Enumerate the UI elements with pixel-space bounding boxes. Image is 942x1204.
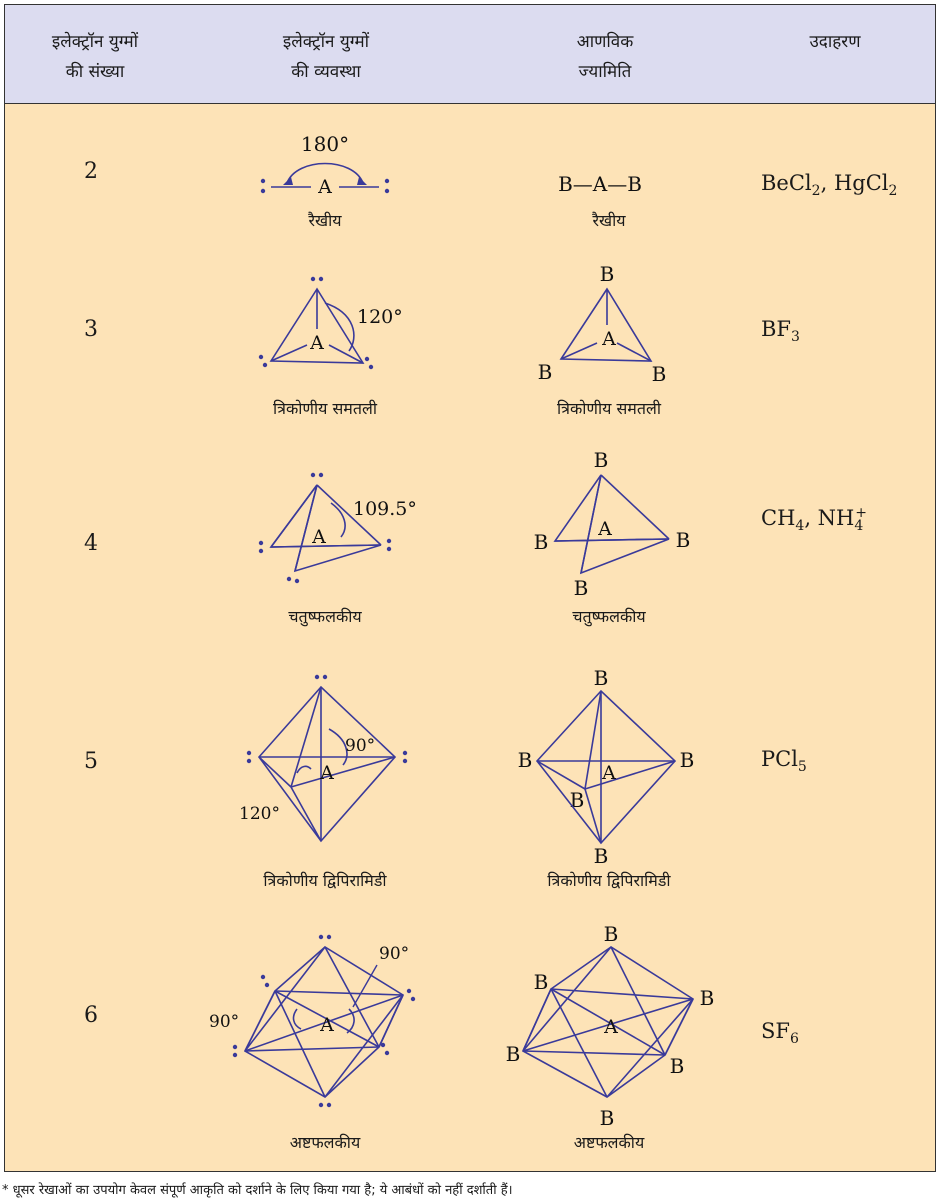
row1-geometry-label: रैखीय: [592, 211, 626, 230]
header-example: उदाहरण: [809, 32, 861, 52]
row1-example: BeCl2, HgCl2: [761, 171, 898, 200]
row3-ligand-bottom: B: [574, 576, 589, 600]
row4-geometry-central: A: [601, 762, 616, 784]
header-geometry: आणविक ज्यामिति: [576, 32, 634, 82]
row2-arrangement-figure: A 120°: [258, 276, 403, 370]
header-arrangement: इलेक्ट्रॉन युग्मों की व्यवस्था: [282, 32, 370, 82]
row3-arrangement-label: चतुष्फलकीय: [288, 607, 362, 626]
row1-geometry-text: B—A—B: [558, 172, 642, 196]
row3-central-atom: A: [311, 526, 326, 548]
row4-ligand-front: B: [570, 788, 585, 812]
row1-central-atom: A: [317, 176, 332, 198]
row2-arrangement-label: त्रिकोणीय समतली: [273, 399, 377, 418]
row5-ligand-back-left: B: [534, 970, 549, 994]
row4-angle-axial: 90°: [345, 736, 375, 756]
row1-arrangement-label: रैखीय: [308, 211, 342, 230]
row3-ligand-right: B: [676, 528, 691, 552]
row1-geometry-figure: B—A—B: [558, 172, 642, 196]
row1-count: 2: [84, 159, 98, 184]
row2-geometry-figure: B B B A: [538, 262, 667, 386]
row3-geometry-central: A: [597, 518, 612, 540]
row5-geometry-central: A: [603, 1016, 618, 1038]
row3-ligand-top: B: [594, 448, 609, 472]
row3-geometry-label: चतुष्फलकीय: [572, 607, 646, 626]
row2-angle: 120°: [357, 306, 403, 328]
row4-arrangement-figure: A 90° 120°: [239, 674, 408, 843]
row3-example: CH4, NH4+: [761, 505, 868, 535]
footnote: * धूसर रेखाओं का उपयोग केवल संपूर्ण आकृत…: [2, 1183, 513, 1198]
row4-geometry-figure: B B B B B A: [518, 666, 695, 868]
vsepr-table: इलेक्ट्रॉन युग्मों की संख्या इलेक्ट्रॉन …: [4, 4, 936, 1172]
row4-central-atom: A: [319, 762, 334, 784]
row1-arrangement-figure: 180° A: [260, 132, 390, 198]
header-count: इलेक्ट्रॉन युग्मों की संख्या: [51, 32, 139, 82]
row5-ligand-back-right: B: [700, 986, 715, 1010]
row3-ligand-left: B: [534, 530, 549, 554]
row2-geometry-central: A: [601, 328, 616, 350]
row4-count: 5: [84, 749, 98, 774]
row3-arrangement-figure: A 109.5°: [258, 472, 417, 584]
row5-angle-top: 90°: [379, 944, 409, 964]
row2-ligand-right: B: [652, 362, 667, 386]
row2-central-atom: A: [309, 332, 324, 354]
row2-geometry-label: त्रिकोणीय समतली: [557, 399, 661, 418]
row3-angle: 109.5°: [353, 498, 417, 520]
row4-ligand-bottom: B: [594, 844, 609, 868]
row5-ligand-front-right: B: [670, 1054, 685, 1078]
row5-ligand-top: B: [604, 922, 619, 946]
row5-ligand-front-left: B: [506, 1042, 521, 1066]
row4-arrangement-label: त्रिकोणीय द्विपिरामिडी: [263, 871, 387, 890]
row2-ligand-left: B: [538, 360, 553, 384]
row4-example: PCl5: [761, 747, 807, 776]
row5-example: SF6: [761, 1019, 799, 1048]
table-header: इलेक्ट्रॉन युग्मों की संख्या इलेक्ट्रॉन …: [5, 5, 935, 104]
row5-geometry-figure: B B B B B B A: [506, 922, 715, 1130]
row5-central-atom: A: [319, 1014, 334, 1036]
row4-ligand-top: B: [594, 666, 609, 690]
row5-arrangement-label: अष्टफलकीय: [289, 1133, 361, 1152]
row5-count: 6: [84, 1003, 98, 1028]
row4-angle-equatorial: 120°: [239, 804, 280, 824]
row5-ligand-bottom: B: [600, 1106, 615, 1130]
row2-count: 3: [84, 317, 98, 342]
row5-arrangement-figure: A 90° 90°: [209, 934, 416, 1108]
row4-ligand-right: B: [680, 748, 695, 772]
row4-ligand-left: B: [518, 748, 533, 772]
row4-geometry-label: त्रिकोणीय द्विपिरामिडी: [547, 871, 671, 890]
row3-geometry-figure: B B B B A: [534, 448, 691, 600]
row5-angle-left: 90°: [209, 1012, 239, 1032]
row5-geometry-label: अष्टफलकीय: [573, 1133, 645, 1152]
row2-ligand-top: B: [600, 262, 615, 286]
row1-angle: 180°: [301, 132, 349, 156]
row2-example: BF3: [761, 317, 800, 346]
row3-count: 4: [84, 531, 98, 556]
